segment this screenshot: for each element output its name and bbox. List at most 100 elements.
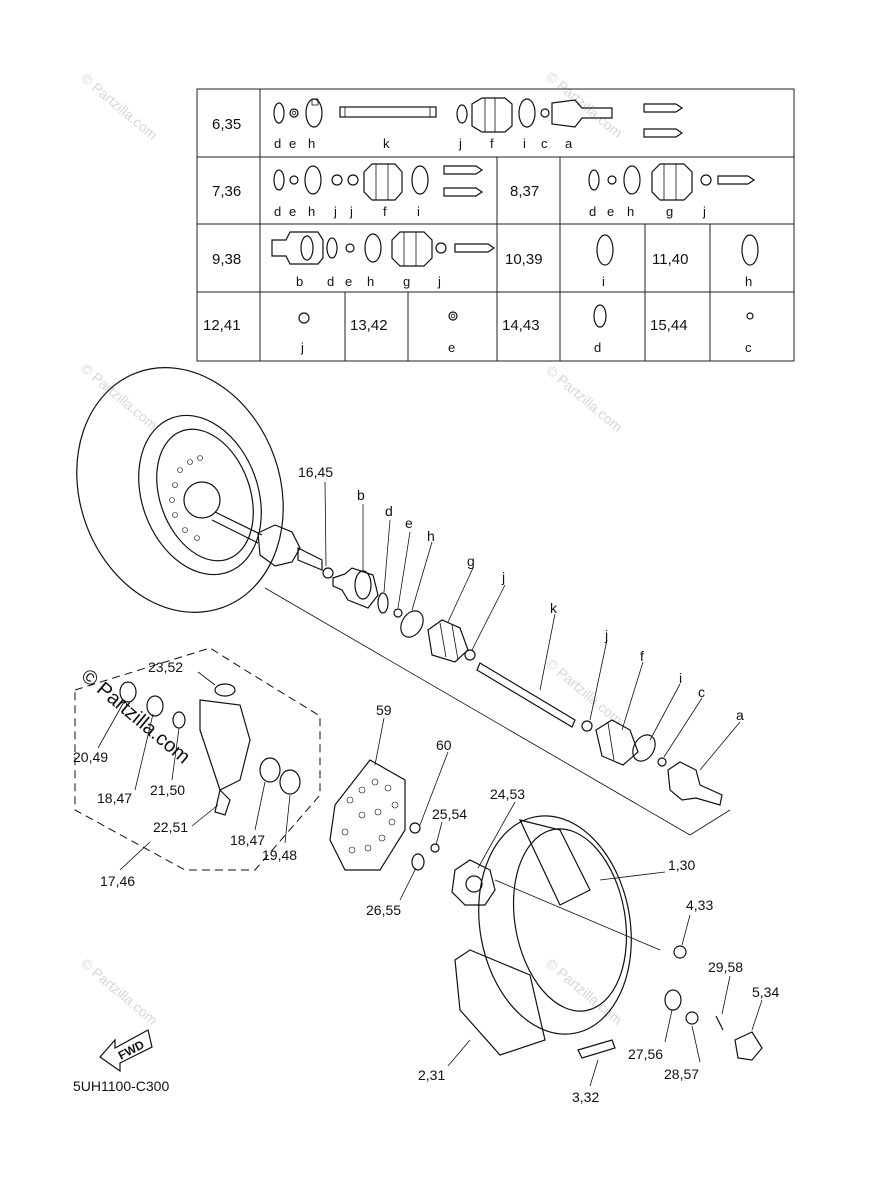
- callout-label: c: [698, 684, 705, 700]
- table-letter: f: [490, 136, 494, 151]
- callout-label: 3,32: [572, 1089, 599, 1105]
- watermark: © Partzilla.com: [543, 362, 626, 435]
- row2-right-letters: d e h g j: [589, 204, 706, 219]
- table-code: 11,40: [652, 251, 688, 268]
- table-code: 7,36: [212, 183, 241, 200]
- table-code: 14,43: [502, 317, 540, 334]
- callout-label: f: [640, 648, 644, 664]
- leader-lines: [97, 481, 763, 1087]
- drive-shaft-assembly: [322, 567, 723, 806]
- table-letter: h: [745, 274, 752, 289]
- table-letter: j: [702, 204, 706, 219]
- callout-label: 25,54: [432, 806, 467, 822]
- callout-label: 28,57: [664, 1066, 699, 1082]
- table-code: 15,44: [650, 317, 688, 334]
- row1-letters: d e h k j f i c a: [274, 136, 573, 151]
- callout-label: 27,56: [628, 1046, 663, 1062]
- callout-label: j: [501, 569, 505, 585]
- callout-label: 1,30: [668, 857, 695, 873]
- callout-label: 59: [376, 702, 392, 718]
- table-letter: i: [417, 204, 420, 219]
- table-letter: h: [308, 136, 315, 151]
- watermark: © Partzilla.com: [78, 360, 161, 433]
- callout-labels: 16,45 b d e h g j k j f i c a 23,52 59 6…: [73, 464, 779, 1105]
- wheel-lower-assembly: [451, 815, 763, 1061]
- table-letter: i: [602, 274, 605, 289]
- table-letter: h: [308, 204, 315, 219]
- callout-label: g: [467, 553, 475, 569]
- row3-icons: [271, 231, 496, 267]
- table-letter: f: [383, 204, 387, 219]
- callout-label: k: [550, 600, 558, 616]
- watermark: © Partzilla.com: [78, 70, 161, 143]
- callout-label: 22,51: [153, 819, 188, 835]
- table-letter: e: [289, 204, 296, 219]
- callout-label: 16,45: [298, 464, 333, 480]
- table-letter: e: [345, 274, 352, 289]
- wheel-upper-assembly: [76, 367, 323, 613]
- table-letter: j: [349, 204, 353, 219]
- knuckle-assembly: [74, 647, 321, 871]
- table-letter: j: [437, 274, 441, 289]
- table-code: 8,37: [510, 183, 539, 200]
- table-letter: e: [289, 136, 296, 151]
- callout-label: j: [604, 627, 608, 643]
- callout-label: 24,53: [490, 786, 525, 802]
- table-letter: h: [627, 204, 634, 219]
- table-code: 13,42: [350, 317, 388, 334]
- brake-disc: [329, 759, 440, 871]
- table-letter: d: [274, 136, 281, 151]
- watermark: © Partzilla.com: [543, 68, 626, 141]
- table-letter: h: [367, 274, 374, 289]
- diagram-code: 5UH1100-C300: [73, 1078, 169, 1094]
- table-letter: c: [541, 136, 548, 151]
- table-letter: e: [607, 204, 614, 219]
- callout-label: h: [427, 528, 435, 544]
- callout-label: 5,34: [752, 984, 779, 1000]
- table-letter: k: [383, 136, 390, 151]
- callout-label: 60: [436, 737, 452, 753]
- watermark: © Partzilla.com: [78, 955, 161, 1028]
- row2-letters: d e h j j f i: [274, 204, 420, 219]
- row1-icons: [273, 97, 684, 138]
- table-letter: i: [523, 136, 526, 151]
- table-letter: d: [274, 204, 281, 219]
- callout-label: b: [357, 487, 365, 503]
- callout-label: 18,47: [230, 832, 265, 848]
- callout-label: 4,33: [686, 897, 713, 913]
- table-letter: j: [458, 136, 462, 151]
- table-code: 10,39: [505, 251, 543, 268]
- callout-label: e: [405, 515, 413, 531]
- callout-label: 2,31: [418, 1067, 445, 1083]
- callout-label: 17,46: [100, 873, 135, 889]
- table-letter: d: [594, 340, 601, 355]
- fwd-arrow-icon: FWD: [99, 1029, 153, 1073]
- table-letter: g: [666, 204, 673, 219]
- table-letter: e: [448, 340, 455, 355]
- callout-label: 29,58: [708, 959, 743, 975]
- callout-label: 21,50: [150, 782, 185, 798]
- parts-table: 6,35 7,36 8,37 9,38 10,39 11,40 12,41 13…: [196, 88, 795, 362]
- table-letter: a: [565, 136, 573, 151]
- table-code: 9,38: [212, 251, 241, 268]
- table-letter: g: [403, 274, 410, 289]
- table-letter: j: [333, 204, 337, 219]
- callout-label: 19,48: [262, 847, 297, 863]
- callout-label: d: [385, 503, 393, 519]
- callout-label: 20,49: [73, 749, 108, 765]
- table-letter: d: [327, 274, 334, 289]
- table-letter: d: [589, 204, 596, 219]
- row2-right-icons: [588, 163, 756, 201]
- row2-icons: [273, 163, 484, 201]
- callout-label: a: [736, 707, 744, 723]
- table-letter: b: [296, 274, 303, 289]
- table-code: 12,41: [203, 317, 241, 334]
- row3-letters: b d e h g j: [296, 274, 441, 289]
- table-letter: j: [300, 340, 304, 355]
- callout-label: 26,55: [366, 902, 401, 918]
- callout-label: i: [679, 670, 682, 686]
- table-code: 6,35: [212, 116, 241, 133]
- table-letter: c: [745, 340, 752, 355]
- callout-label: 23,52: [148, 659, 183, 675]
